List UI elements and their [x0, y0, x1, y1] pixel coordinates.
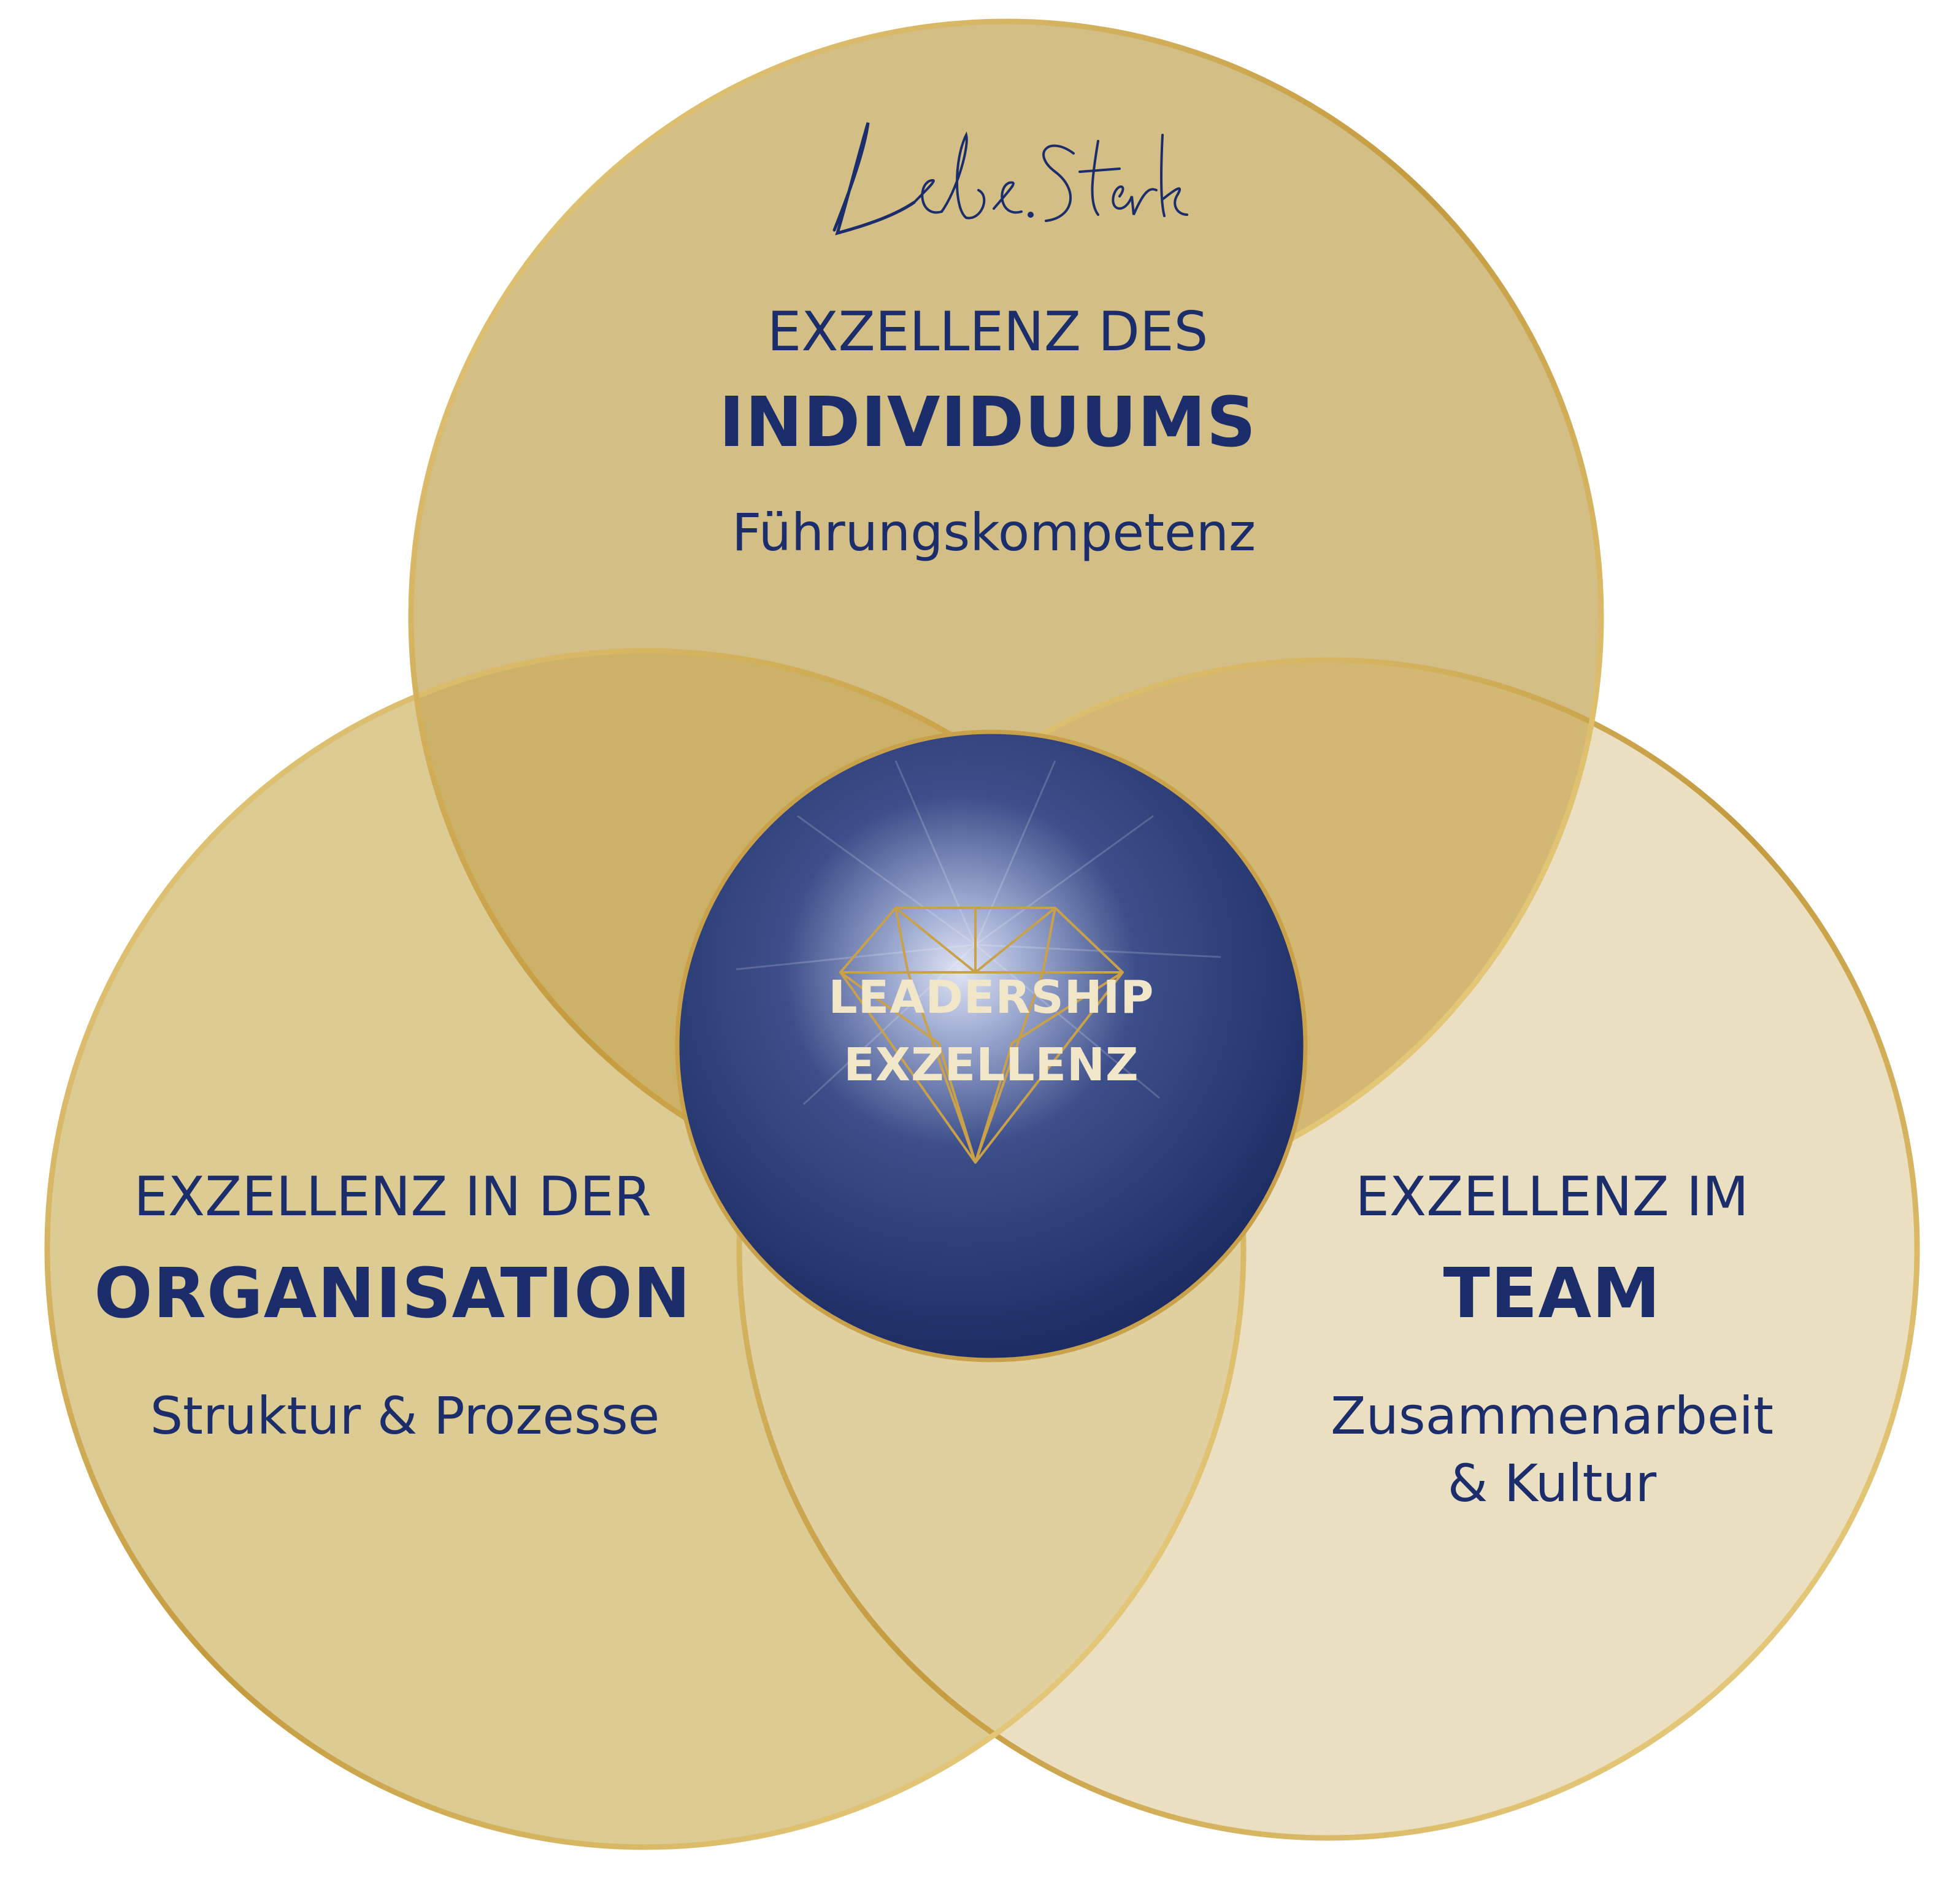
- brand-logo: [810, 110, 1190, 252]
- circle-team-outline: [736, 657, 1920, 1841]
- individuum-title-line2: INDIVIDUUMS: [718, 383, 1257, 463]
- diamond-icon: [839, 907, 1124, 1164]
- circle-organisation-outline: [44, 648, 1247, 1850]
- team-subtitle-line1: Zusammenarbeit: [1331, 1386, 1774, 1446]
- signature-mark: [832, 122, 1188, 236]
- center-circle: [677, 732, 1305, 1360]
- center-title-line2: EXZELLENZ: [844, 1039, 1139, 1091]
- center-title-line1: LEADERSHIP: [828, 971, 1155, 1024]
- team-title-line1: EXZELLENZ IM: [1355, 1165, 1749, 1228]
- team-subtitle-line2: & Kultur: [1447, 1453, 1657, 1513]
- organisation-title-line1: EXZELLENZ IN DER: [134, 1165, 651, 1228]
- team-title-line2: TEAM: [1443, 1254, 1661, 1334]
- light-rays: [736, 760, 1221, 1105]
- individuum-title-line1: EXZELLENZ DES: [767, 300, 1209, 363]
- individuum-subtitle: Führungskompetenz: [731, 502, 1256, 563]
- organisation-subtitle: Struktur & Prozesse: [150, 1386, 660, 1446]
- organisation-title-line2: ORGANISATION: [94, 1254, 691, 1334]
- center-circle-outline: [675, 729, 1308, 1362]
